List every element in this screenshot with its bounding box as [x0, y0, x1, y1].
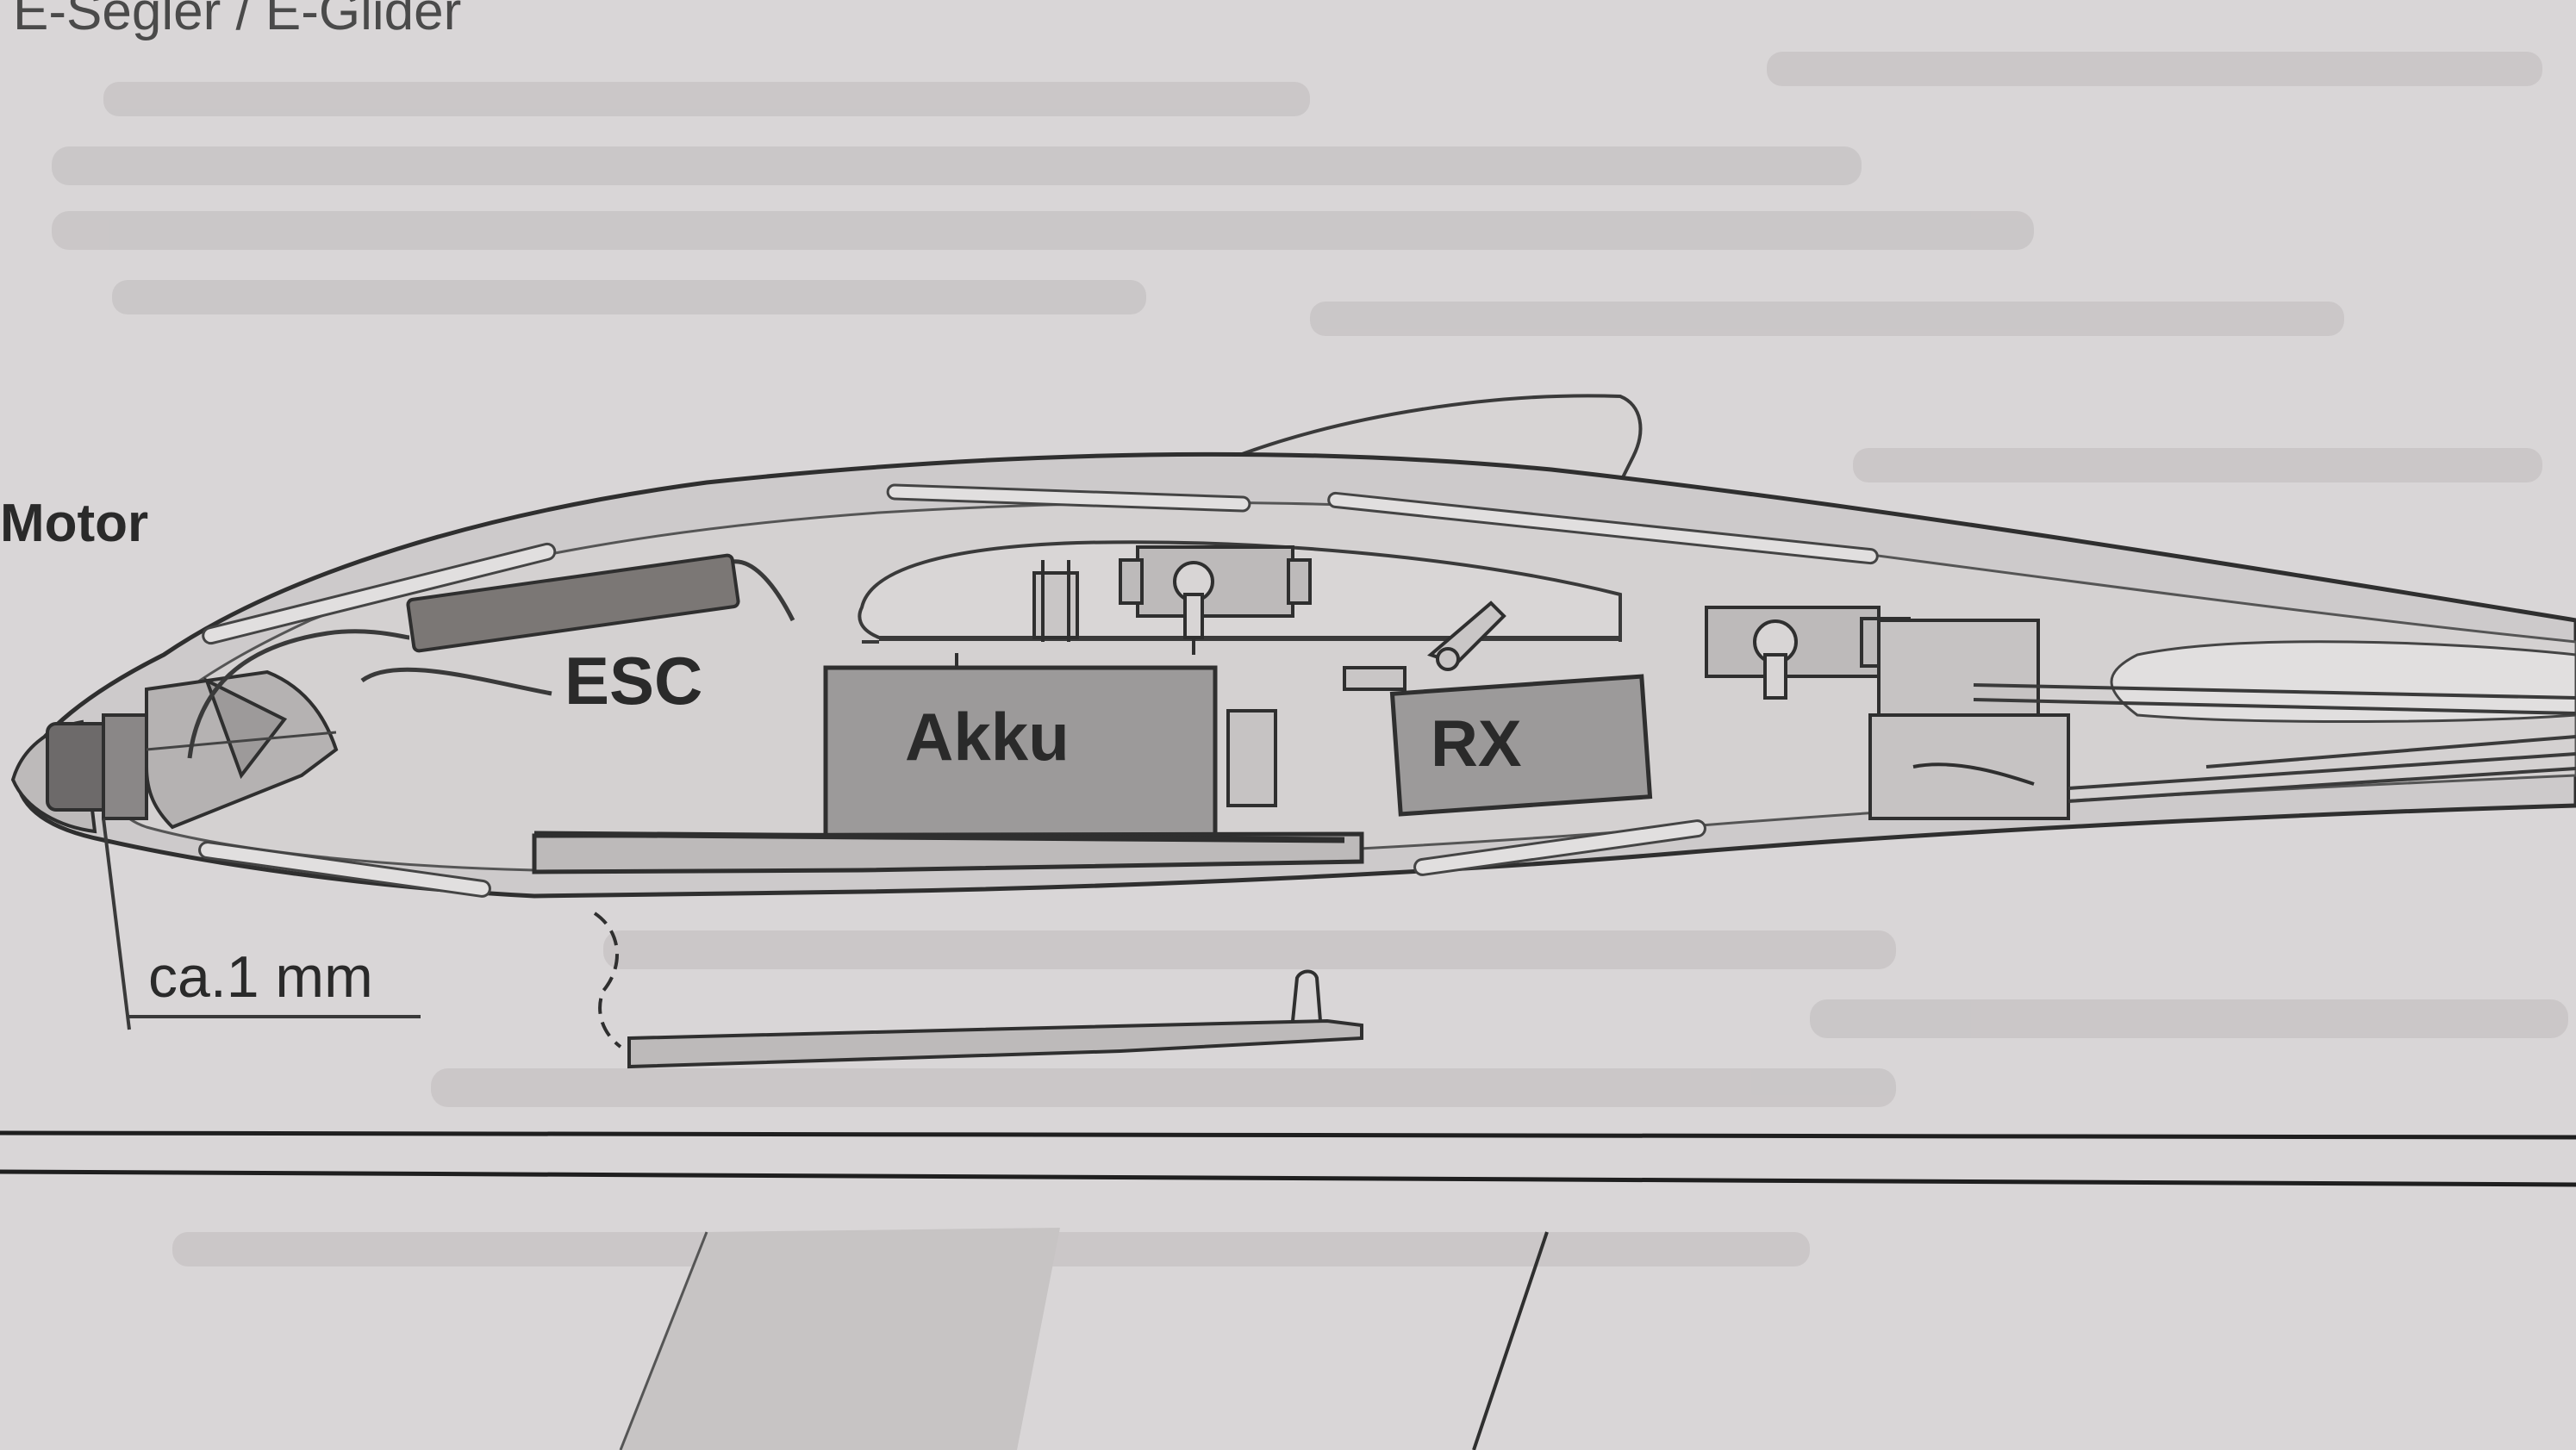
- tail-linkage-block: [1868, 619, 2070, 820]
- rx-label: RX: [1431, 707, 1522, 781]
- header-title: E-Segler / E-Glider: [13, 0, 462, 41]
- tail-pushrods: [1973, 683, 2576, 803]
- servo-front: [1119, 545, 1312, 655]
- deck-lines: [862, 603, 1622, 644]
- receiver-rx: [1389, 674, 1653, 817]
- gap-dimension-label: ca.1 mm: [148, 944, 373, 1010]
- removable-hatch: [593, 912, 1363, 1069]
- lightening-slots: [198, 483, 2576, 898]
- switch-connector: [1226, 709, 1277, 807]
- gap-dimension-line: [102, 818, 421, 1030]
- background-text-blur: [52, 52, 2568, 1266]
- motor-assembly: [10, 669, 339, 834]
- akku-label: Akku: [905, 699, 1070, 775]
- fuselage-floor: [532, 831, 1364, 874]
- motor-label: Motor: [0, 494, 149, 553]
- lower-figure-edge: [619, 1228, 1549, 1450]
- page-rules: [0, 1130, 2576, 1187]
- esc-unit: [406, 553, 740, 653]
- esc-label: ESC: [564, 643, 703, 719]
- pushrod-linkage: [1032, 560, 1506, 691]
